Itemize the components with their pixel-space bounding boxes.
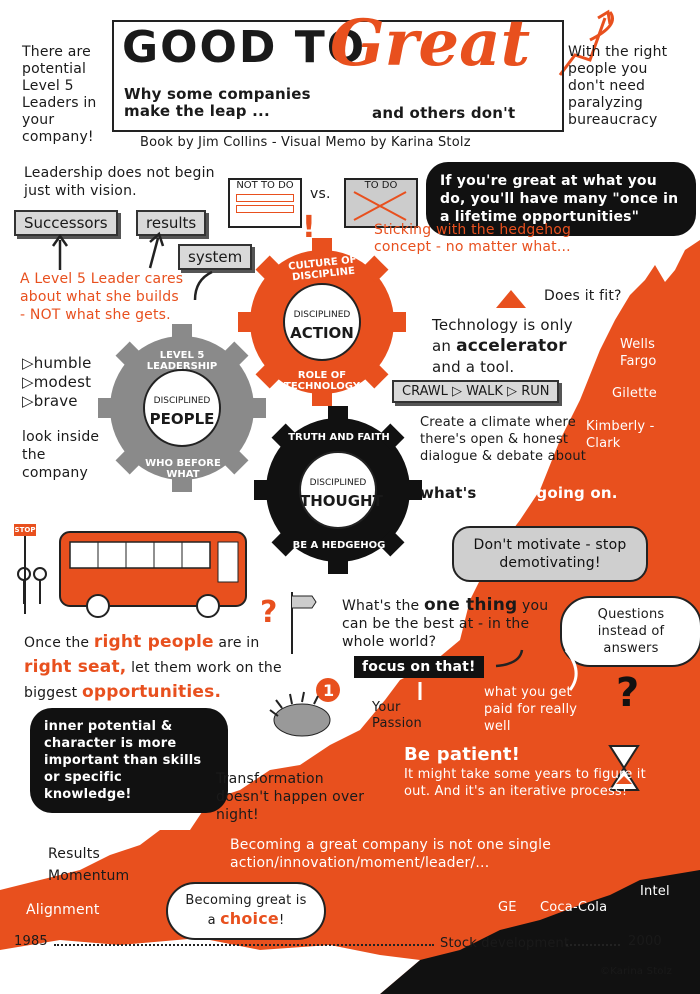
inner-potential-blob: inner potential & character is more impo… <box>30 708 228 813</box>
trait-modest: ▷modest <box>22 373 92 391</box>
successors-box: Successors <box>14 210 118 236</box>
title-credit: Book by Jim Collins - Visual Memo by Kar… <box>140 135 471 150</box>
crawl-walk-run-box: CRAWL ▷ WALK ▷ RUN <box>392 380 560 403</box>
svg-text:?: ? <box>260 595 277 630</box>
gear-people-ring-bottom: WHO BEFORE WHAT <box>145 458 221 480</box>
gear-thought-ring-bottom: BE A HEDGEHOG <box>292 540 386 551</box>
gear-thought-ring-top: TRUTH AND FAITH <box>288 432 390 443</box>
hourglass-icon <box>608 745 640 791</box>
gear-disciplined-action <box>238 238 406 406</box>
dont-motivate-bubble: Don't motivate - stop demotivating! <box>452 526 648 582</box>
technology-line1: Technology is only <box>432 316 573 334</box>
transformation-text: Transformation doesn't happen over night… <box>216 771 365 823</box>
copyright: ©Karina Stolz <box>600 966 673 977</box>
one-thing-question: What's the one thing you can be the best… <box>342 595 549 650</box>
title-good-to: GOOD TO <box>122 22 367 73</box>
vs-label: vs. <box>310 186 331 202</box>
leadership-vision-text: Leadership does not begin just with visi… <box>24 165 215 199</box>
not-to-do-list: NOT TO DO <box>228 178 302 228</box>
axis-dotted-line <box>54 944 434 946</box>
company-wells-fargo: Wells Fargo <box>620 337 657 369</box>
technology-line2: an accelerator <box>432 336 567 356</box>
right-people-text: Once the right people are in right seat,… <box>24 632 282 702</box>
system-box: system <box>178 244 253 270</box>
focus-on-that-box: focus on that! <box>354 656 484 678</box>
great-opportunities-blob: If you're great at what you do, you'll h… <box>426 162 696 236</box>
stop-sign: STOP <box>14 526 36 534</box>
gear-people-ring-top: LEVEL 5 LEADERSHIP <box>146 350 218 372</box>
get-paid-label: what you get paid for really well <box>484 685 578 734</box>
look-inside-text: look inside the company <box>22 429 100 481</box>
questions-bubble: Questions instead of answers <box>560 596 700 667</box>
title-subtitle-left: Why some companies make the leap ... <box>124 85 311 120</box>
be-patient-head: Be patient! <box>404 744 521 765</box>
up-arrow-fit <box>496 290 526 308</box>
accelerator-word: accelerator <box>456 336 567 356</box>
gear-disciplined-thought <box>254 406 422 574</box>
your-passion-label: Your Passion <box>372 700 422 731</box>
becoming-company-text: Becoming a great company is not one sing… <box>230 837 552 871</box>
company-gilette: Gilette <box>612 386 657 401</box>
momentum-label: Momentum <box>48 868 130 884</box>
gear-action-center-big: ACTION <box>290 324 354 342</box>
axis-dotted-line-2 <box>566 944 620 946</box>
level5-quote: A Level 5 Leader cares about what she bu… <box>20 271 184 323</box>
to-do-label: TO DO <box>364 180 398 191</box>
company-kimberly-clark: Kimberly - Clark <box>586 419 655 451</box>
traits-list: ▷humble ▷modest ▷brave <box>22 354 92 411</box>
signpost-icon: ? <box>260 592 317 654</box>
technology-line3: and a tool. <box>432 358 515 376</box>
alignment-label: Alignment <box>26 902 100 918</box>
top-left-note: There are potential Level 5 Leaders in y… <box>22 44 97 145</box>
company-coca-cola: Coca-Cola <box>540 900 608 915</box>
svg-text:1: 1 <box>323 681 334 700</box>
exclamation-mark: ! <box>302 210 316 245</box>
gear-action-ring-bottom: ROLE OF TECHNOLOGY <box>284 370 360 392</box>
bus-illustration <box>14 524 247 618</box>
big-question-mark: ? <box>616 670 640 716</box>
gear-action-center-small: DISCIPLINED <box>293 310 351 320</box>
climate-text: Create a climate where there's open & ho… <box>420 415 587 464</box>
trait-brave: ▷brave <box>22 392 78 410</box>
company-ge: GE <box>498 900 517 915</box>
axis-end-year: 2000 <box>628 934 662 949</box>
top-right-note: With the right people you don't need par… <box>568 44 668 128</box>
title-great: Great <box>330 6 531 81</box>
gear-disciplined-people <box>98 324 266 492</box>
gear-people-center-big: PEOPLE <box>149 410 215 428</box>
title-box <box>112 20 564 132</box>
trait-humble: ▷humble <box>22 354 92 372</box>
axis-label: Stock development <box>440 936 570 951</box>
company-intel: Intel <box>640 884 670 899</box>
gear-thought-center-big: THOUGHT <box>300 492 383 510</box>
results-box: results <box>136 210 207 236</box>
gear-people-center-small: DISCIPLINED <box>153 396 211 406</box>
to-do-list: TO DO <box>344 178 418 228</box>
not-to-do-label: NOT TO DO <box>236 180 294 191</box>
title-subtitle-right: and others don't <box>372 104 516 122</box>
hedgehog-icon: 1 <box>269 678 340 737</box>
axis-start-year: 1985 <box>14 934 48 949</box>
hedgehog-note: Sticking with the hedgehog concept - no … <box>374 222 572 255</box>
results-label: Results <box>48 846 100 862</box>
be-patient-body: It might take some years to figure it ou… <box>404 767 646 799</box>
gear-thought-center-small: DISCIPLINED <box>309 478 367 488</box>
climate-highlight: what's really going on. <box>420 484 618 502</box>
does-it-fit: Does it fit? <box>544 288 622 304</box>
choice-bubble: Becoming great is a choice! <box>166 882 326 940</box>
